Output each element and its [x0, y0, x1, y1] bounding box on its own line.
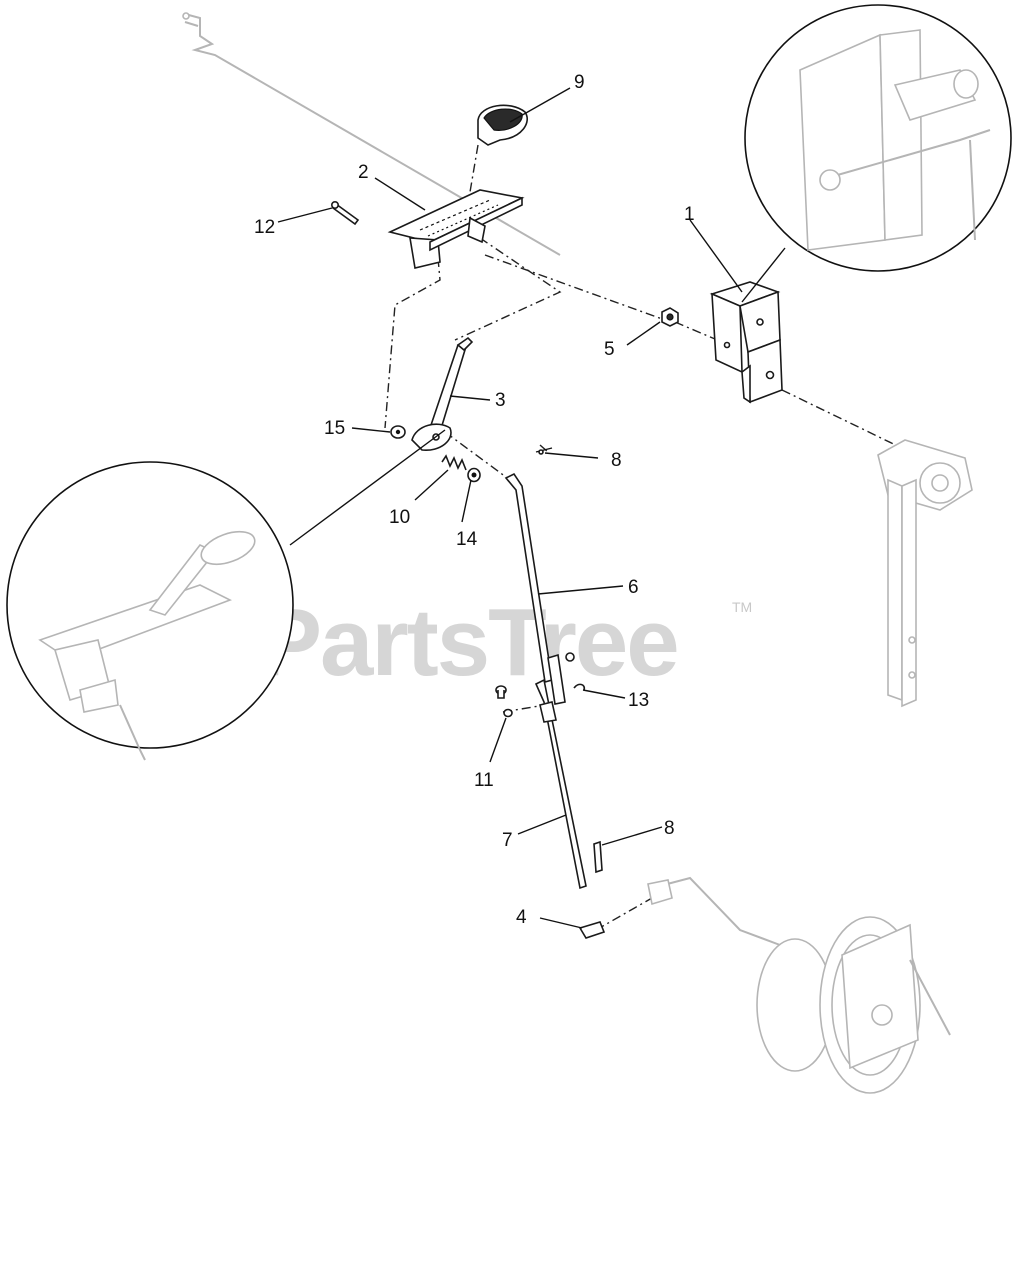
callouts: 9 2 1 12 5 3 15 8 10 14 6 13 11 8 7 4	[254, 72, 695, 928]
bushing	[467, 467, 481, 483]
callout-2: 2	[358, 162, 369, 183]
shift-plate	[387, 189, 525, 269]
callout-11: 11	[474, 770, 494, 791]
callout-15: 15	[324, 418, 345, 439]
callout-13: 13	[628, 690, 649, 711]
shift-knob	[477, 104, 528, 146]
wheel-assembly-ghost	[647, 876, 951, 1094]
cotter-pin-upper	[535, 447, 553, 455]
callout-5: 5	[604, 339, 615, 360]
callout-6: 6	[628, 577, 639, 598]
lower-shift-rod	[534, 678, 587, 890]
shift-lever	[411, 336, 474, 451]
clevis-pins	[495, 685, 513, 718]
callout-8-lower: 8	[664, 818, 675, 839]
hex-nut	[661, 307, 679, 327]
transmission-shifter-ghost	[877, 439, 973, 708]
clevis-pin	[330, 201, 360, 226]
callout-7: 7	[502, 830, 513, 851]
callout-1: 1	[684, 204, 695, 225]
callout-10: 10	[389, 507, 410, 528]
callout-3: 3	[495, 390, 506, 411]
watermark-trademark: TM	[732, 599, 752, 615]
leader-lines	[277, 87, 786, 929]
callout-8-upper: 8	[611, 450, 622, 471]
callout-12: 12	[254, 217, 275, 238]
upper-shift-rod	[504, 472, 575, 705]
washer	[390, 425, 406, 439]
callout-4: 4	[516, 907, 527, 928]
assembly-lines	[384, 144, 911, 931]
callout-14: 14	[456, 529, 478, 550]
spring-clip	[573, 683, 586, 691]
shift-shaft	[182, 12, 561, 256]
callout-9: 9	[574, 72, 585, 93]
pivot-bracket	[709, 281, 783, 404]
watermark-text: PartsTree	[258, 589, 678, 696]
cotter-pin-lower	[593, 840, 603, 874]
detail-view-pivot	[744, 4, 1012, 272]
compression-spring	[441, 454, 467, 471]
rod-yoke	[578, 921, 606, 939]
detail-view-shifter	[6, 461, 294, 761]
